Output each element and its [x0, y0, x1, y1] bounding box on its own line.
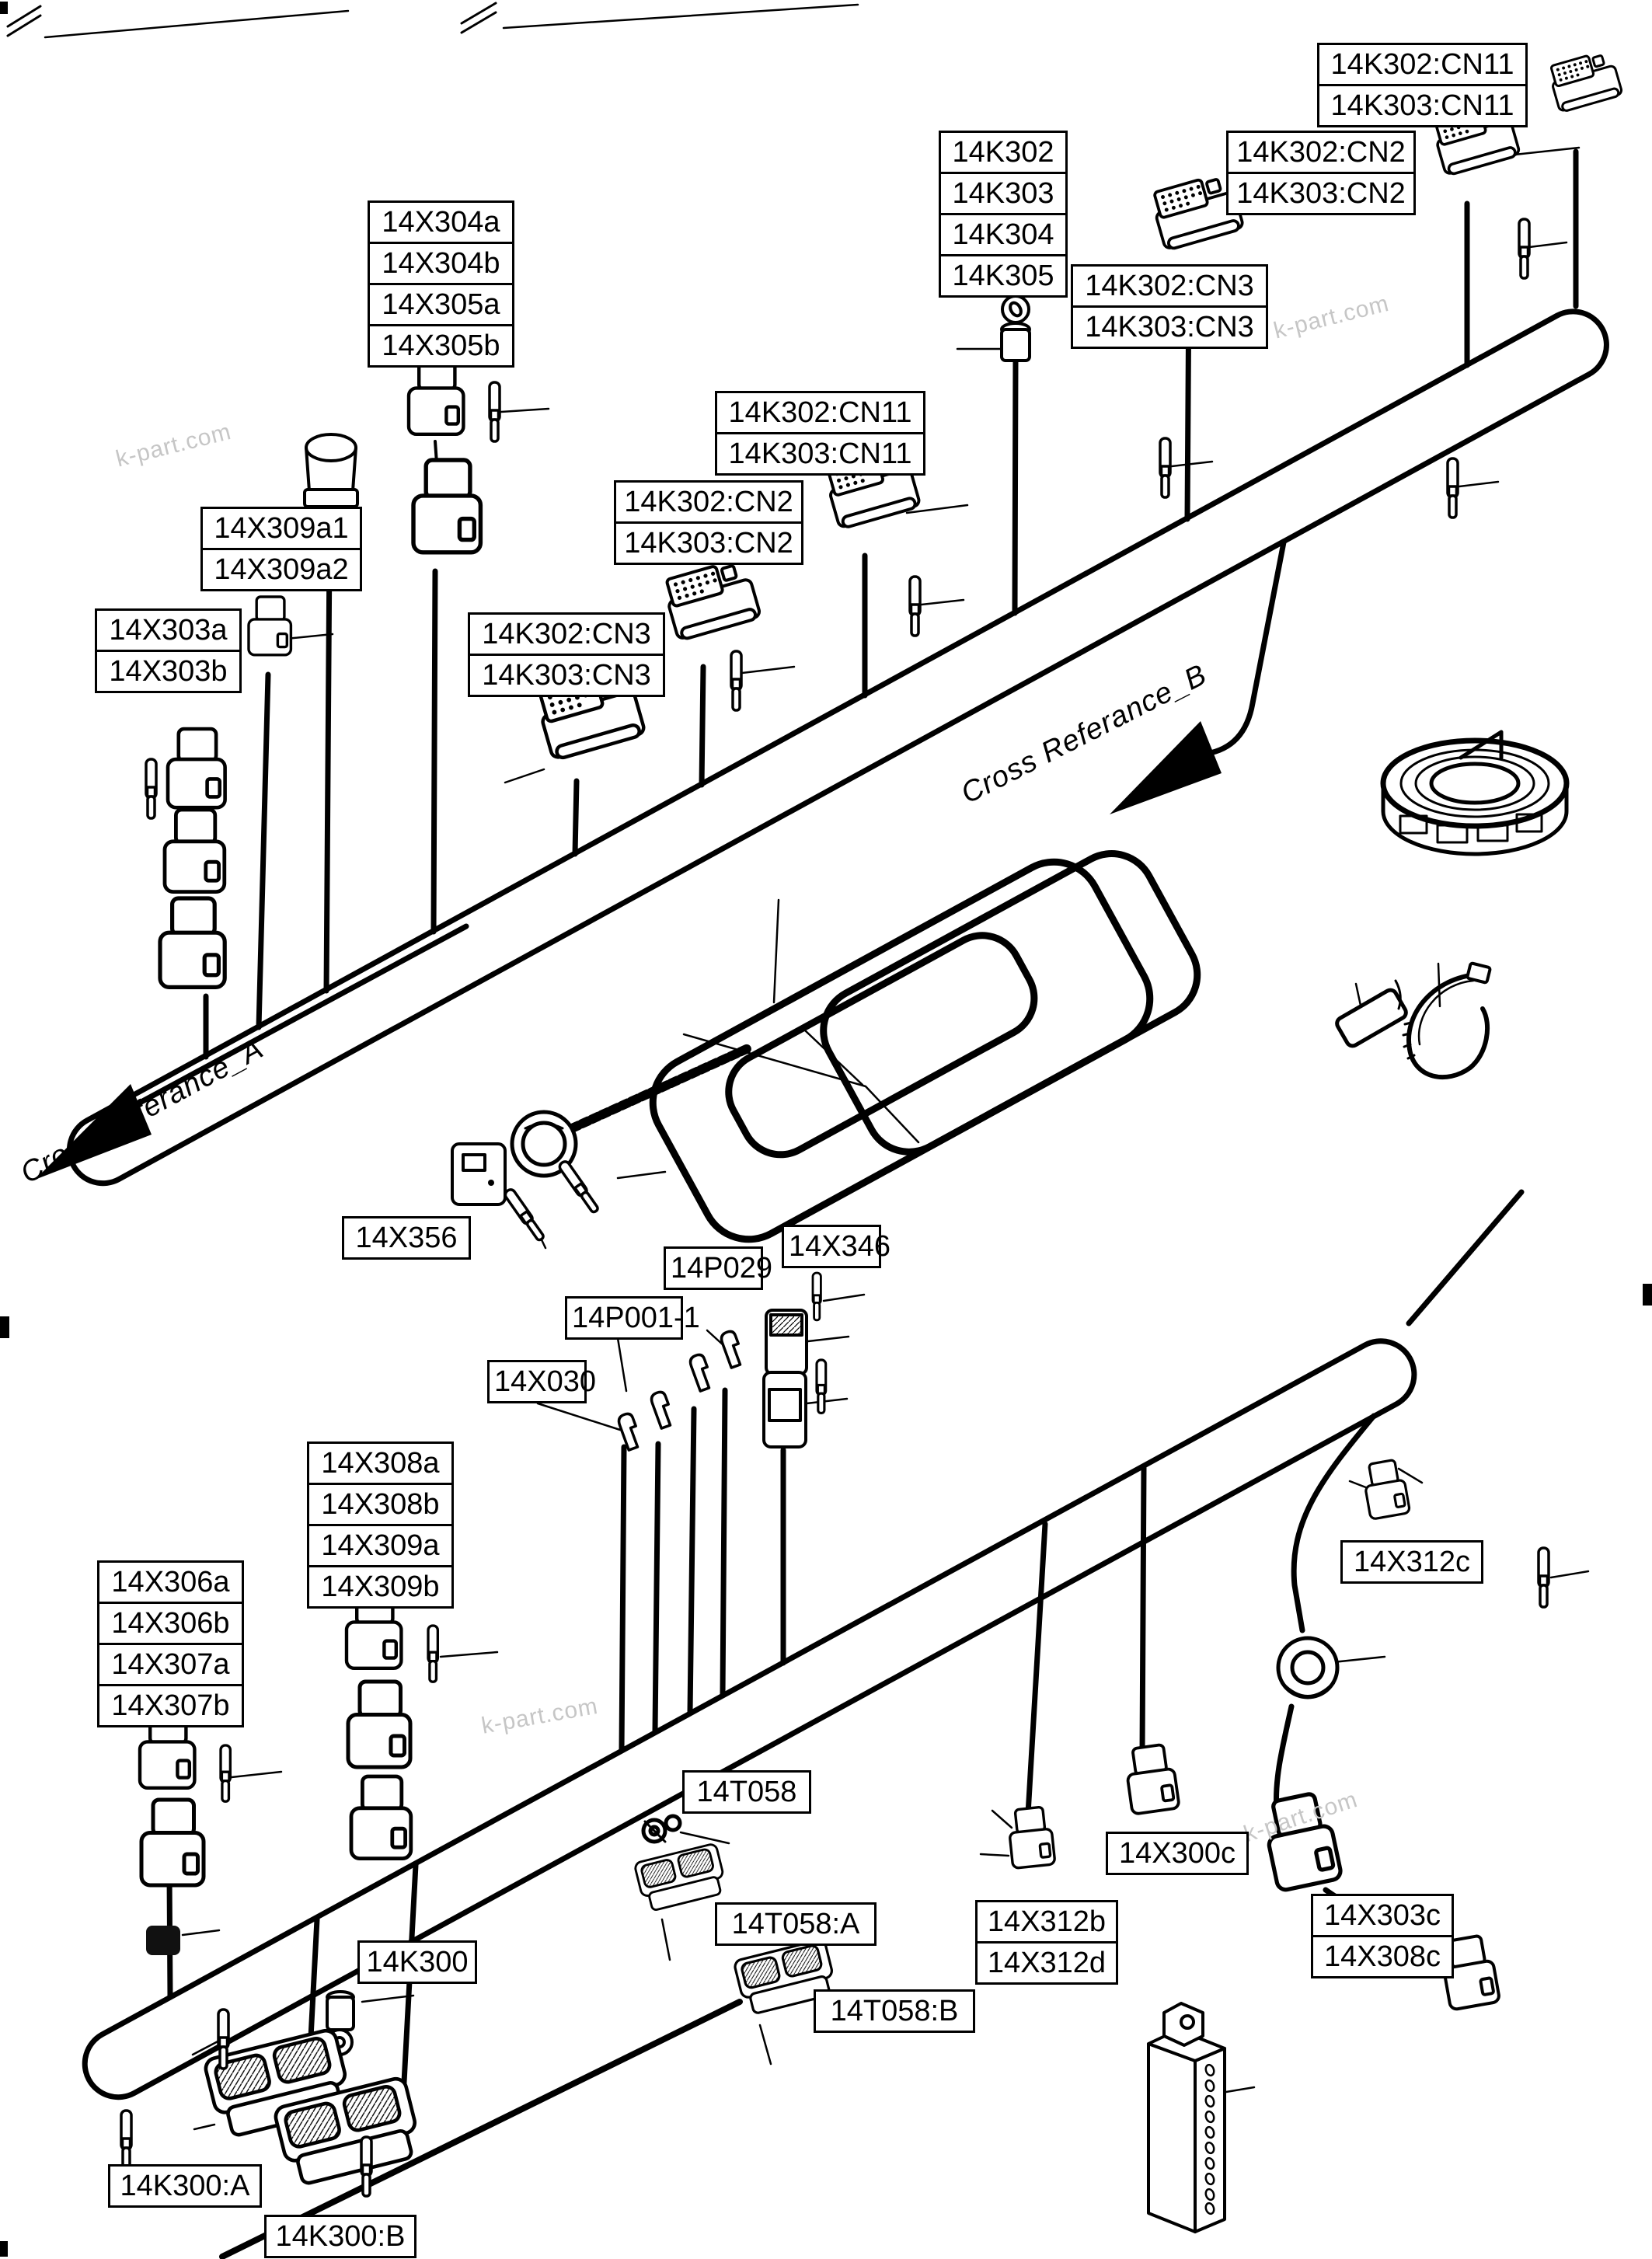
part-label-14x309a: 14X309a1 14X309a2	[200, 507, 362, 591]
connector-14x312b-icon	[1005, 1804, 1057, 1870]
part-label-14k300: 14K300	[357, 1940, 477, 1984]
harness-trunk-bottom	[82, 1338, 1417, 2100]
connector-14x306-column-2-icon	[141, 1800, 204, 1885]
terminal-pin-icon	[145, 758, 158, 820]
connector-14x303ab-icon	[247, 595, 293, 657]
ring-terminal-14k302-icon	[1000, 295, 1031, 362]
terminal-pin-icon	[908, 575, 922, 637]
connector-14p029-icon	[762, 1371, 807, 1448]
part-label-14k302-cn2-right: 14K302:CN2 14K303:CN2	[1226, 131, 1416, 215]
cable-clip-14t058-icon	[641, 1814, 682, 1844]
terminal-pin-icon	[219, 1744, 232, 1803]
part-label-14x356: 14X356	[342, 1216, 471, 1260]
part-label-14x312bd: 14X312b 14X312d	[975, 1900, 1118, 1985]
connector-left-column-1-icon	[168, 729, 225, 807]
part-label-14t058: 14T058	[682, 1770, 811, 1814]
part-label-14x304-14x305: 14X304a 14X304b 14X305a 14X305b	[368, 200, 514, 368]
connector-14x308-column-2-icon	[348, 1682, 410, 1767]
part-label-14k302-14k305: 14K302 14K303 14K304 14K305	[939, 131, 1068, 298]
terminal-pin-icon	[427, 1624, 440, 1683]
connector-14k302-cn2-mid-icon	[660, 556, 763, 643]
harness-trunk-top	[66, 309, 1609, 1187]
part-label-14k302-cn11-top: 14K302:CN11 14K303:CN11	[1317, 43, 1528, 127]
part-label-14p001-1: 14P001-1	[565, 1296, 700, 1340]
connector-left-column-3-icon	[160, 898, 225, 987]
terminal-pin-icon	[217, 2008, 230, 2070]
terminal-pin-icon	[1518, 218, 1531, 280]
terminal-pin-icon	[488, 381, 501, 443]
conduit-tube-icon	[1335, 979, 1408, 1048]
part-label-14k300a: 14K300:A	[108, 2164, 262, 2208]
connector-14k302-cn11-top-icon	[1546, 47, 1624, 114]
part-label-14x303c-14x308c: 14X303c 14X308c	[1311, 1894, 1454, 1978]
connector-14x312c-icon	[1360, 1457, 1412, 1521]
connector-left-column-2-icon	[165, 810, 225, 892]
part-label-14k300b: 14K300:B	[264, 2215, 416, 2258]
terminal-pin-icon	[811, 1271, 822, 1322]
part-label-14p029: 14P029	[664, 1246, 772, 1290]
terminal-pin-icon	[1159, 437, 1172, 499]
cross-reference-a-arrow	[35, 923, 469, 1180]
part-label-14x308-14x309: 14X308a 14X308b 14X309a 14X309b	[307, 1442, 454, 1609]
terminal-pin-icon	[1446, 457, 1459, 519]
part-label-14x303ab: 14X303a 14X303b	[95, 608, 242, 693]
connector-14x308-column-3-icon	[351, 1776, 411, 1859]
connector-14t058a-icon	[633, 1842, 729, 1914]
cable-tie-icon	[1402, 961, 1492, 1080]
harness-service-loop	[649, 850, 1201, 1243]
connector-14x306-end-cap-icon	[146, 1926, 180, 1955]
blade-terminal-icon	[687, 1351, 716, 1393]
connector-14x346-icon	[765, 1309, 808, 1375]
part-label-14x030: 14X030	[487, 1360, 596, 1403]
terminal-pin-icon	[1537, 1546, 1550, 1609]
blade-terminal-icon	[718, 1328, 747, 1369]
connector-14x304-upper-icon	[409, 359, 463, 434]
terminal-pin-icon	[120, 2109, 133, 2171]
part-label-14x306-14x307: 14X306a 14X306b 14X307a 14X307b	[97, 1560, 244, 1727]
part-label-14k302-cn3-right: 14K302:CN3 14K303:CN3	[1071, 264, 1268, 349]
blade-terminal-icon	[648, 1389, 677, 1430]
part-label-14k302-cn3-left: 14K302:CN3 14K303:CN3	[468, 612, 665, 697]
connector-14x300c-icon	[1122, 1741, 1181, 1816]
connector-14x304-lower-icon	[413, 460, 480, 553]
part-label-14k302-cn11-mid: 14K302:CN11 14K303:CN11	[715, 391, 925, 476]
part-label-14x346: 14X346	[782, 1225, 890, 1268]
connector-round-cap-icon	[1276, 1636, 1340, 1699]
terminal-pin-icon	[815, 1358, 828, 1414]
tape-roll-icon	[1380, 730, 1570, 856]
connector-round-icon	[510, 1110, 578, 1178]
part-label-14t058b: 14T058:B	[814, 1989, 975, 2033]
terminal-pin-icon	[502, 1186, 547, 1244]
cross-reference-b-arrow	[1110, 539, 1287, 814]
terminal-pin-icon	[556, 1158, 601, 1216]
part-label-14t058a: 14T058:A	[715, 1902, 877, 1946]
part-label-14x312c: 14X312c	[1340, 1540, 1483, 1584]
terminal-pin-icon	[730, 650, 743, 712]
connector-14x356-icon	[451, 1142, 507, 1206]
terminal-strip-icon	[1147, 2002, 1226, 2233]
blade-terminal-icon	[615, 1410, 644, 1452]
part-label-14k302-cn2-mid: 14K302:CN2 14K303:CN2	[614, 480, 803, 565]
terminal-pin-icon	[360, 2135, 373, 2198]
part-label-14x300c: 14X300c	[1106, 1832, 1249, 1875]
